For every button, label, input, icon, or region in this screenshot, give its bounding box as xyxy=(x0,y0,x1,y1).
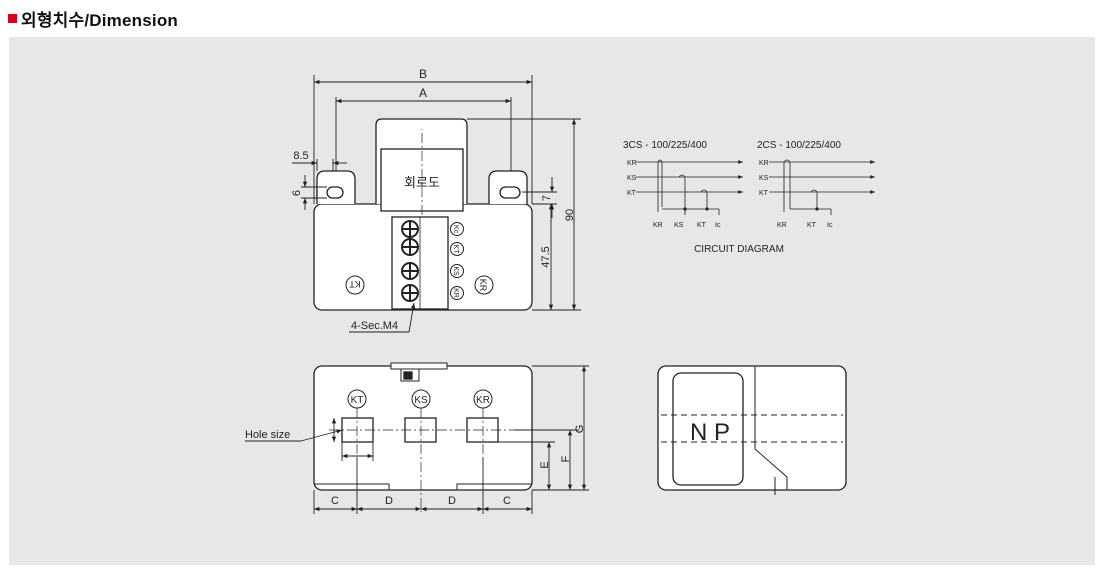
circuit-caption: CIRCUIT DIAGRAM xyxy=(694,244,784,255)
bottom-view-dimensions xyxy=(245,365,589,514)
dim-f-label: F xyxy=(560,455,572,462)
circuit-2cs-bottom-ic: Ic xyxy=(827,222,833,229)
circuit-3cs-heading: 3CS - 100/225/400 xyxy=(623,140,707,151)
right-symbol-label: KR xyxy=(478,279,488,292)
terminal-ks-label: KS xyxy=(452,266,459,276)
dim-8-5-label: 8.5 xyxy=(293,150,308,162)
circuit-2cs-kr: KR xyxy=(759,160,769,167)
terminal-kc-label: Kc xyxy=(452,225,459,234)
dim-d-left-label: D xyxy=(385,495,393,507)
circuit-3cs-ks: KS xyxy=(627,175,637,182)
circuit-label: 회로도 xyxy=(404,175,440,190)
circuit-diagram: 3CS - 100/225/400 2CS - 100/225/400 xyxy=(623,140,875,255)
dim-c-left-label: C xyxy=(331,495,339,507)
red-square-icon xyxy=(8,13,17,23)
dim-47-5-label: 47.5 xyxy=(540,246,552,267)
circuit-3cs-kr: KR xyxy=(627,160,637,167)
dim-d-right-label: D xyxy=(448,495,456,507)
top-view xyxy=(313,118,533,311)
circuit-3cs-bottom-kr: KR xyxy=(653,222,663,229)
circuit-3cs-bottom-ic: Ic xyxy=(715,222,721,229)
dim-7-label: 7 xyxy=(541,195,553,201)
side-view xyxy=(657,365,847,495)
circuit-3cs-bottom-ks: KS xyxy=(674,222,684,229)
dim-90-label: 90 xyxy=(564,209,576,221)
top-view-dimensions xyxy=(292,75,581,333)
left-symbol-label: KT xyxy=(349,279,361,289)
bottom-view xyxy=(313,362,533,512)
terminal-callout-label: 4-Sec.M4 xyxy=(351,320,398,332)
terminal-kt-label: KT xyxy=(452,245,459,255)
hole-size-label: Hole size xyxy=(245,429,290,441)
terminal-kr-label: KR xyxy=(452,288,459,298)
terminal-screws xyxy=(401,220,419,302)
circuit-3cs-bottom-kt: KT xyxy=(697,222,707,229)
bottom-symbol-kt: KT xyxy=(351,395,364,406)
dim-c-right-label: C xyxy=(503,495,511,507)
bottom-symbol-ks: KS xyxy=(414,395,428,406)
dimension-drawing-panel: 회로도 Kc KT KS KR KT KR 4-Sec.M4 xyxy=(9,37,1095,565)
circuit-3cs-kt: KT xyxy=(627,190,637,197)
dim-b-label: B xyxy=(419,67,427,81)
bottom-symbol-kr: KR xyxy=(476,395,490,406)
dim-6-label: 6 xyxy=(291,190,303,196)
circuit-2cs-ks: KS xyxy=(759,175,769,182)
side-view-label: N P xyxy=(690,419,730,446)
dim-g-label: G xyxy=(574,425,586,434)
circuit-2cs-heading: 2CS - 100/225/400 xyxy=(757,140,841,151)
circuit-2cs-kt: KT xyxy=(759,190,769,197)
dim-e-label: E xyxy=(539,461,551,468)
circuit-2cs-bottom-kr: KR xyxy=(777,222,787,229)
dimension-drawing: 회로도 Kc KT KS KR KT KR 4-Sec.M4 xyxy=(245,67,875,514)
circuit-2cs-bottom-kt: KT xyxy=(807,222,817,229)
section-title-text: 외형치수/Dimension xyxy=(21,10,178,30)
dim-a-label: A xyxy=(419,86,427,100)
section-title: 외형치수/Dimension xyxy=(8,6,178,30)
